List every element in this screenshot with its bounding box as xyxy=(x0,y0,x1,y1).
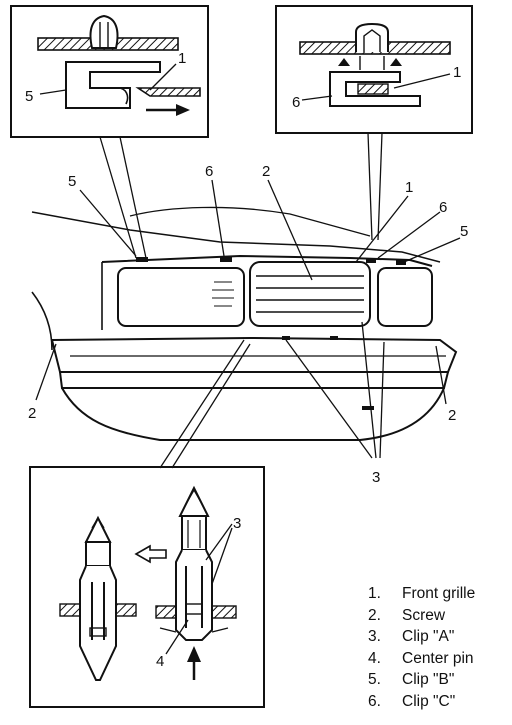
legend-number: 5. xyxy=(368,671,381,689)
callout-clip-c-left: 6 xyxy=(205,163,213,180)
legend-item: 1. Front grille xyxy=(368,583,512,605)
clip-c-head xyxy=(355,22,389,52)
callout-grille-right: 1 xyxy=(405,179,413,196)
push-up-arrow-icon xyxy=(187,646,201,662)
callout-screw-right: 2 xyxy=(448,407,456,424)
clip-a-pin-removed xyxy=(59,515,137,681)
legend-item: 4. Center pin xyxy=(368,648,512,670)
callout-clip-b-left: 5 xyxy=(68,173,76,190)
callout-clip-b-detail: 5 xyxy=(25,88,33,105)
callout-clip-b-right: 5 xyxy=(460,223,468,240)
clip-b-body xyxy=(65,61,161,109)
legend-number: 4. xyxy=(368,649,381,667)
detail-clip-b xyxy=(10,5,209,138)
clip-b-head xyxy=(89,14,119,49)
legend-item: 5. Clip "B" xyxy=(368,669,512,691)
legend-label: Clip "B" xyxy=(402,671,455,689)
legend-item: 3. Clip "A" xyxy=(368,626,512,648)
detail-clip-a xyxy=(29,466,265,708)
slide-arrow-icon xyxy=(176,104,190,116)
car-front xyxy=(31,206,458,441)
parts-legend: 1. Front grille 2. Screw 3. Clip "A" 4. Cent… xyxy=(368,583,512,713)
callout-clip-a-inset: 3 xyxy=(233,515,241,532)
clip-locations xyxy=(136,257,406,410)
legend-label: Front grille xyxy=(402,585,476,602)
detail-frame-right xyxy=(275,5,473,134)
grille-tab-right xyxy=(357,83,389,95)
grille-slats xyxy=(256,275,364,313)
left-headlamp xyxy=(117,267,245,327)
callout-clip-a-car: 3 xyxy=(372,469,380,486)
callout-center-pin-inset: 4 xyxy=(156,653,164,670)
legend-number: 6. xyxy=(368,692,381,710)
hood-line xyxy=(31,211,441,263)
callout-screw-left: 2 xyxy=(28,405,36,422)
legend-number: 2. xyxy=(368,606,381,624)
callout-grille-detail-left: 1 xyxy=(178,50,186,67)
detail-frame-left xyxy=(10,5,209,138)
hollow-arrow-icon xyxy=(134,544,167,564)
legend-label: Screw xyxy=(402,606,446,624)
callout-clip-c-detail: 6 xyxy=(292,94,300,111)
legend-label: Center pin xyxy=(402,649,474,667)
lower-valance xyxy=(61,387,445,441)
legend-item: 2. Screw xyxy=(368,605,512,627)
front-grille xyxy=(249,261,371,327)
right-headlamp xyxy=(377,267,433,327)
grille-tab-left xyxy=(135,87,201,97)
car-leader-lines xyxy=(35,179,461,459)
legend-label: Clip "C" xyxy=(402,692,456,710)
legend-label: Clip "A" xyxy=(402,628,455,646)
legend-number: 3. xyxy=(368,628,381,646)
callout-clip-c-right: 6 xyxy=(439,199,447,216)
inset-pointer-lines xyxy=(159,339,251,469)
detail-pointer-lines xyxy=(99,132,383,259)
detail-frame-bottom xyxy=(29,466,265,708)
callout-grille-center: 2 xyxy=(262,163,270,180)
legend-item: 6. Clip "C" xyxy=(368,691,512,713)
legend-number: 1. xyxy=(368,585,381,602)
clip-a-pin-installed xyxy=(155,485,237,641)
detail-clip-c xyxy=(275,5,473,134)
clip-c-body xyxy=(329,71,421,107)
headlamp-lens-texture xyxy=(212,281,234,307)
callout-grille-detail-right: 1 xyxy=(453,64,461,81)
front-bumper xyxy=(50,336,458,373)
